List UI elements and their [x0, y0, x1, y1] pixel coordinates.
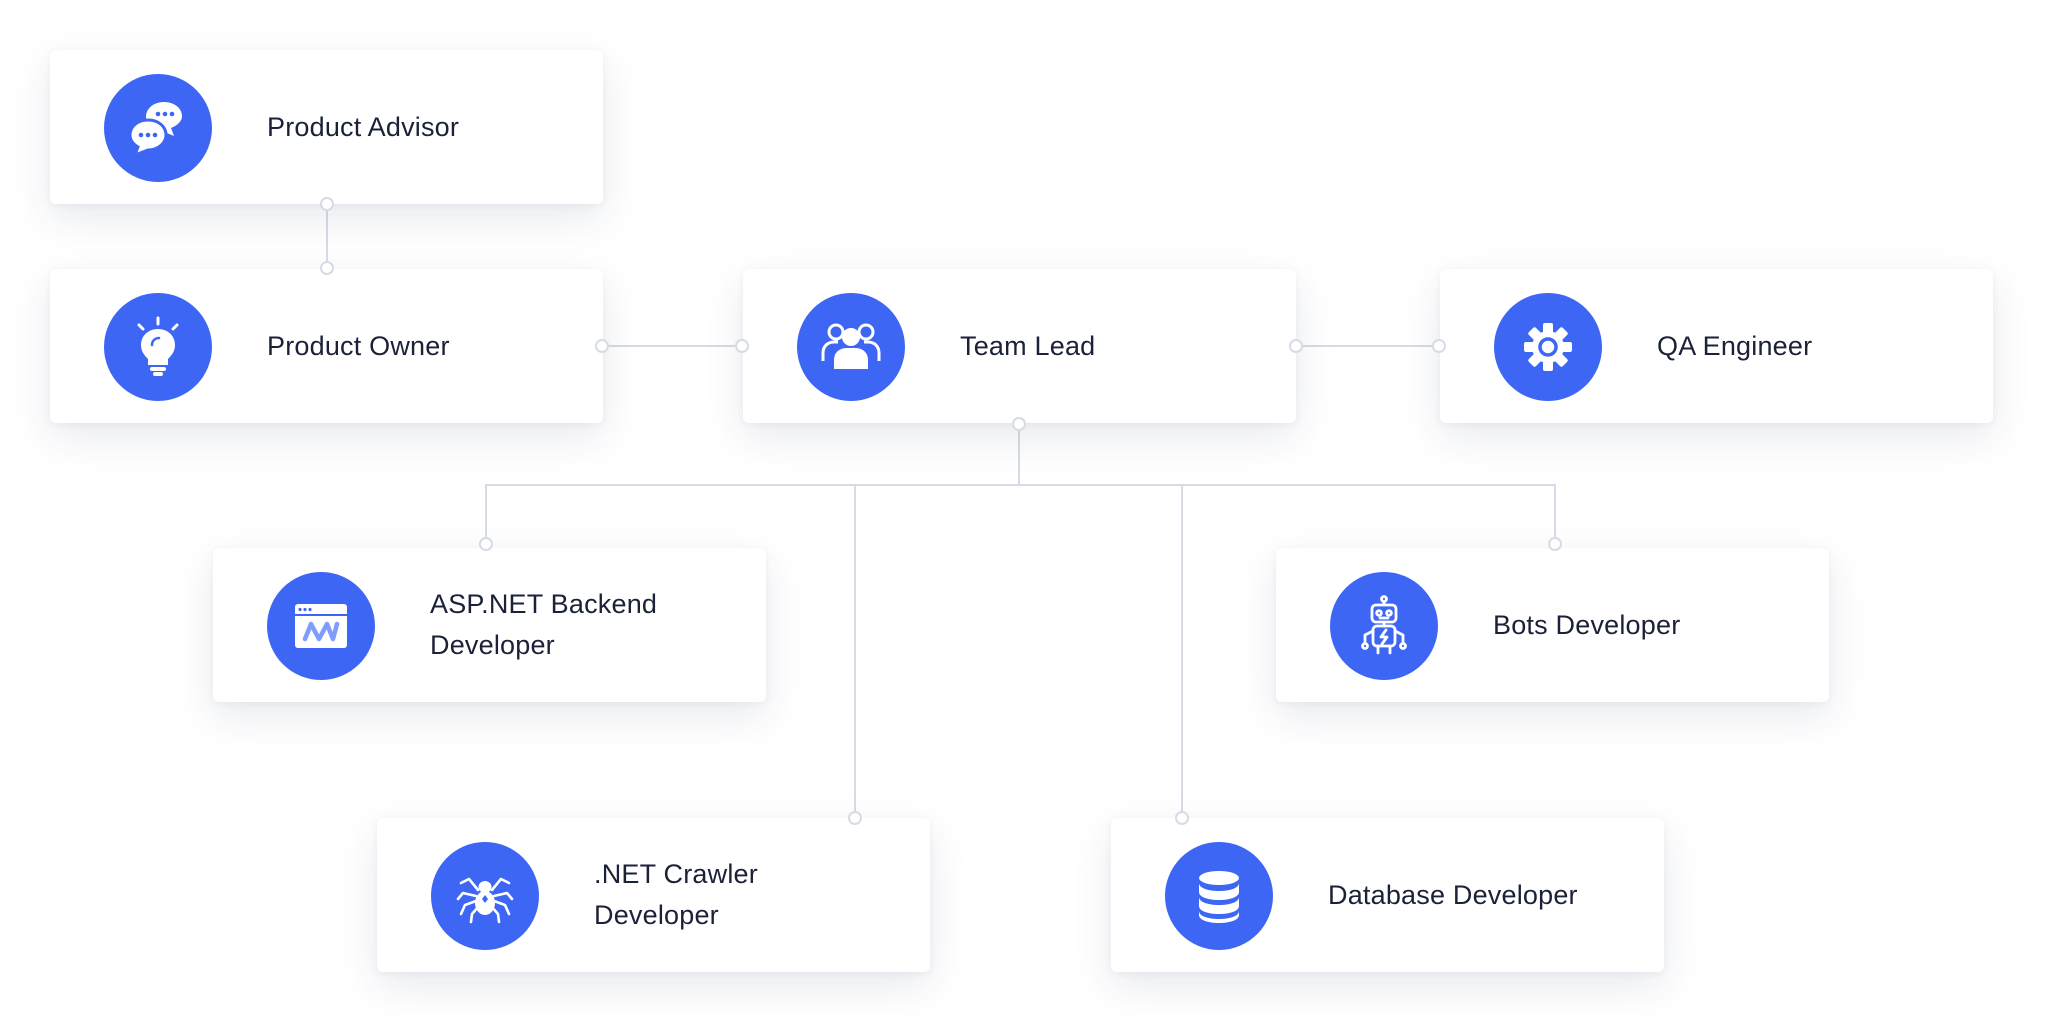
node-product-advisor: Product Advisor: [50, 50, 603, 204]
node-label: Product Owner: [267, 330, 450, 361]
node-product-owner: Product Owner: [50, 269, 603, 423]
database-icon: [1165, 842, 1273, 950]
node-label: .NET Crawler Developer: [594, 859, 758, 930]
node-label: Bots Developer: [1493, 609, 1681, 640]
edge-team-lead-branches: [485, 484, 1556, 544]
node-label: Database Developer: [1328, 879, 1578, 910]
node-team-lead: Team Lead: [743, 269, 1296, 423]
node-label: Product Advisor: [267, 111, 460, 142]
node-label: ASP.NET Backend Developer: [430, 589, 658, 660]
gear-icon: [1494, 293, 1602, 401]
node-database-developer: Database Developer: [1111, 818, 1664, 972]
node-net-crawler: .NET Crawler Developer: [377, 818, 930, 972]
node-aspnet-backend: ASP.NET Backend Developer: [213, 548, 766, 702]
node-qa-engineer: QA Engineer: [1440, 269, 1993, 423]
browser-window-icon: [267, 572, 375, 680]
chat-bubbles-icon: [104, 74, 212, 182]
lightbulb-icon: [104, 293, 212, 401]
node-label: QA Engineer: [1657, 330, 1813, 361]
node-label: Team Lead: [960, 330, 1096, 361]
spider-icon: [431, 842, 539, 950]
team-icon: [797, 293, 905, 401]
robot-icon: [1330, 572, 1438, 680]
node-bots-developer: Bots Developer: [1276, 548, 1829, 702]
